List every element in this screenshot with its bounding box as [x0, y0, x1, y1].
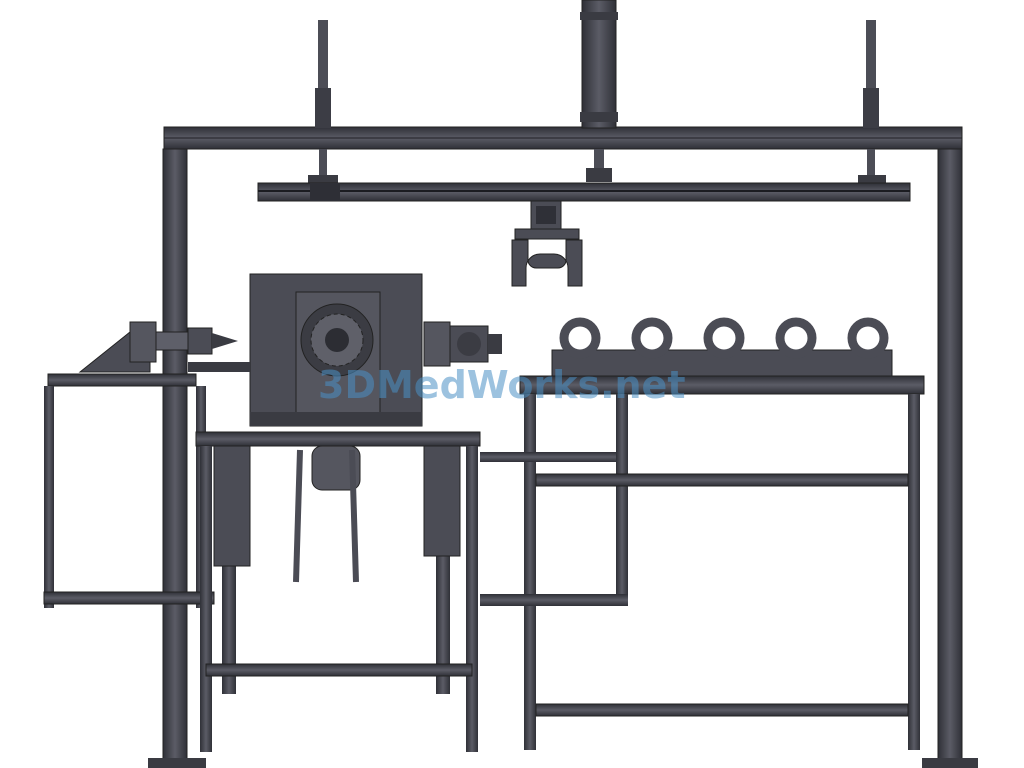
- ring-parts: [559, 317, 889, 359]
- right-table: [480, 317, 925, 750]
- gripper: [511, 200, 583, 287]
- centre-stand: [195, 273, 502, 752]
- gantry-frame: [148, 0, 978, 768]
- watermark-text: 3DMedWorks.net: [318, 363, 686, 407]
